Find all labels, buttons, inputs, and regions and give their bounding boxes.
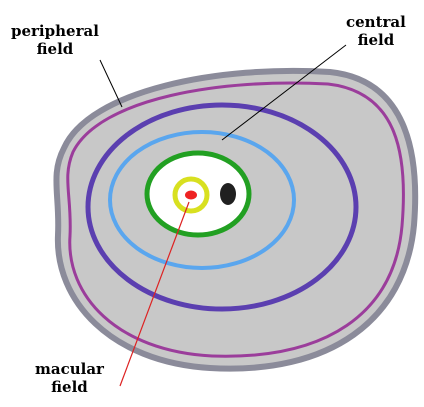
peripheral-field-ring bbox=[66, 81, 405, 358]
central-field-label-line2: field bbox=[357, 31, 395, 49]
macular-field-label-line1: macular bbox=[35, 360, 104, 378]
macular-field-label: macular field bbox=[35, 360, 104, 396]
mid-field-ring bbox=[85, 102, 359, 312]
optic-disc bbox=[220, 183, 236, 205]
peripheral-pointer-line bbox=[99, 59, 123, 108]
peripheral-field-label-line2: field bbox=[36, 40, 74, 58]
fovea-dot bbox=[185, 190, 197, 200]
macular-field-label-line2: field bbox=[51, 378, 88, 396]
central-field-label: central field bbox=[346, 13, 406, 49]
macular-pointer-line bbox=[119, 201, 190, 387]
central-field-ring bbox=[108, 130, 296, 270]
central-field-label-line1: central bbox=[346, 13, 406, 31]
peripheral-field-label-line1: peripheral bbox=[11, 22, 99, 40]
peripheral-field-label: peripheral field bbox=[11, 22, 99, 58]
central-pointer-line bbox=[221, 44, 347, 141]
